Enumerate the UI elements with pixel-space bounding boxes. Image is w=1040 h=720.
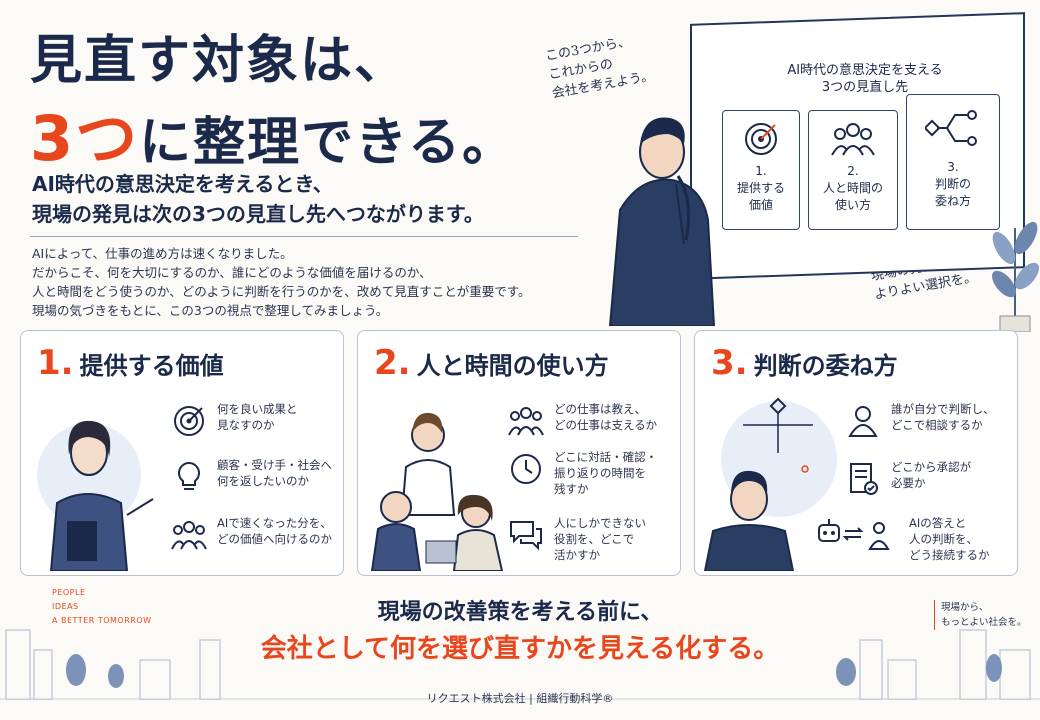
decision-card: 3.判断の委ね方 誰が自分で判断し、どこで相談するか どこから承認が必要か AI… [694,330,1018,576]
conclusion-line2: 会社として何を選び直すかを見える化する。 [260,634,780,664]
target-icon [723,119,799,163]
businessman-illustration [608,117,716,326]
card-heading: 2.人と時間の使い方 [374,343,609,383]
lightbulb-icon [178,461,200,490]
people-icon [508,407,544,436]
person-icon [848,406,878,437]
title-emphasis: 3つ [30,102,140,175]
subtitle-line1: AI時代の意思決定を考えるとき、 [32,172,333,196]
decision-row-2: どこから承認が必要か [845,459,1015,509]
card-heading: 3.判断の委ね方 [711,343,898,383]
people-time-row-3: 人にしかできない役割を、どこで活かすか [508,515,678,565]
page-title-line1: 見直す対象は、 [30,31,409,91]
businesswoman-illustration [37,420,154,571]
subtitle-line2: 現場の発見は次の3つの見直し先へつながります。 [32,202,484,226]
thinking-man-illustration [703,397,837,571]
people-icon [171,521,207,550]
card-heading: 1.提供する価値 [37,343,224,383]
target-icon [174,406,204,436]
page-title-line2: 3つに整理できる。 [30,88,516,178]
decision-row-1: 誰が自分で判断し、どこで相談するか [845,401,1015,451]
handwritten-note-top: この3つから、これからの会社を考えよう。 [544,34,656,102]
city-skyline-illustration [0,629,1040,700]
divider [30,236,578,237]
robot-person-icon [818,519,890,550]
company-credit: リクエスト株式会社 | 組織行動科学® [426,692,614,705]
clock-icon [511,454,541,484]
people-icon [809,119,897,163]
value-card: 1.提供する価値 何を良い成果と見なすのか 顧客・受け手・社会へ何を返したいのか… [20,330,344,576]
value-row-2: 顧客・受け手・社会へ何を返したいのか [171,457,341,507]
slogan-right: 現場から、もっとよい社会を。 [934,600,1027,630]
flow-icon [907,103,999,159]
decision-row-3: AIの答えと人の判断を、どう接続するか [817,515,1015,565]
value-row-3: AIで速くなった分を、どの価値へ向けるのか [171,515,341,565]
people-time-card: 2.人と時間の使い方 どの仕事は教え、どの仕事は支えるか どこに対話・確認・振り… [357,330,681,576]
document-check-icon [850,463,878,495]
whiteboard-card-2: 2.人と時間の使い方 [808,110,898,230]
people-time-row-1: どの仕事は教え、どの仕事は支えるか [508,401,678,451]
plant-illustration [992,221,1039,332]
conclusion-line1: 現場の改善策を考える前に、 [377,600,663,625]
whiteboard-card-3: 3.判断の委ね方 [906,94,1000,230]
value-row-1: 何を良い成果と見なすのか [171,401,341,451]
whiteboard-card-1: 1.提供する価値 [722,110,800,230]
chat-icon [510,521,542,551]
intro-text: AIによって、仕事の進め方は速くなりました。だからこそ、何を大切にするのか、誰に… [32,246,531,318]
people-time-row-2: どこに対話・確認・振り返りの時間を残すか [508,449,678,499]
title-rest: に整理できる。 [139,113,517,173]
team-meeting-illustration [370,412,504,571]
